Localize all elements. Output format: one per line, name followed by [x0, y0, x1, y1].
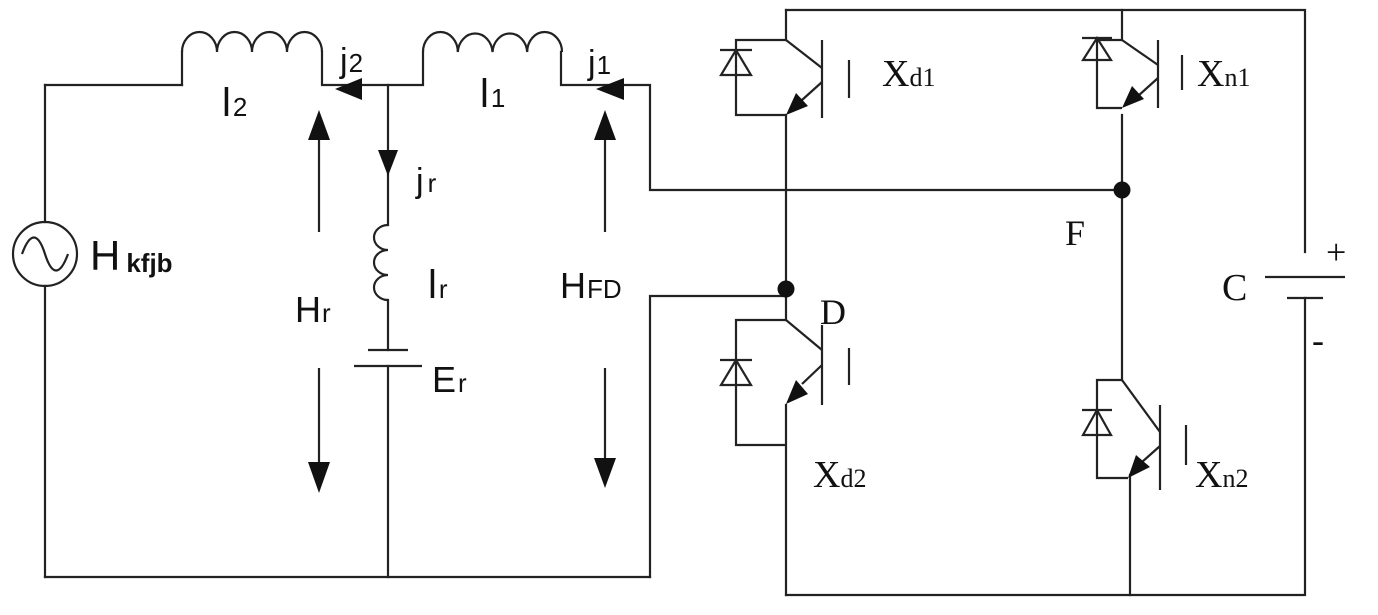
current-j1-arrowhead [596, 78, 624, 100]
current-j2-label: j2 [339, 42, 363, 80]
voltage-hfd-arrows [594, 110, 616, 488]
inductor-l2 [180, 30, 324, 53]
node-d-label: D [820, 292, 846, 332]
igbt-xn2 [1081, 378, 1188, 490]
current-j1-label: j1 [587, 44, 611, 82]
igbt-xd2-label: Xd2 [813, 454, 866, 496]
igbt-xd2 [719, 318, 851, 447]
junction-f [1113, 181, 1131, 199]
voltage-hfd-label: HFD [560, 265, 622, 306]
current-j2-arrowhead [335, 78, 362, 100]
igbt-xd1-label: Xd1 [882, 53, 935, 95]
node-f-label: F [1065, 213, 1085, 253]
capacitor-c-label: C [1222, 267, 1247, 309]
junction-d [777, 280, 795, 298]
inductor-lr-label: lr [428, 263, 448, 307]
inductor-l1 [421, 30, 564, 53]
battery-er [354, 348, 422, 368]
voltage-hr-label: Hr [295, 289, 331, 330]
left-wiring [43, 50, 1124, 579]
ac-source [11, 220, 79, 288]
capacitor-c [1265, 275, 1345, 300]
inductor-l2-label: l2 [222, 81, 247, 125]
igbt-xn1-label: Xn1 [1197, 53, 1250, 95]
inductor-lr [372, 223, 389, 302]
capacitor-minus-label: - [1312, 320, 1324, 360]
igbt-xd1 [719, 38, 851, 118]
inductor-l1-label: l1 [480, 72, 505, 116]
capacitor-plus-label: + [1326, 232, 1346, 272]
bridge-wiring [784, 8, 1307, 597]
voltage-hr-arrows [308, 110, 330, 493]
igbt-xn1 [1080, 35, 1184, 110]
emf-er-label: Er [432, 359, 467, 400]
igbt-xn2-label: Xn2 [1195, 454, 1248, 496]
current-jr-arrowhead [378, 150, 398, 176]
